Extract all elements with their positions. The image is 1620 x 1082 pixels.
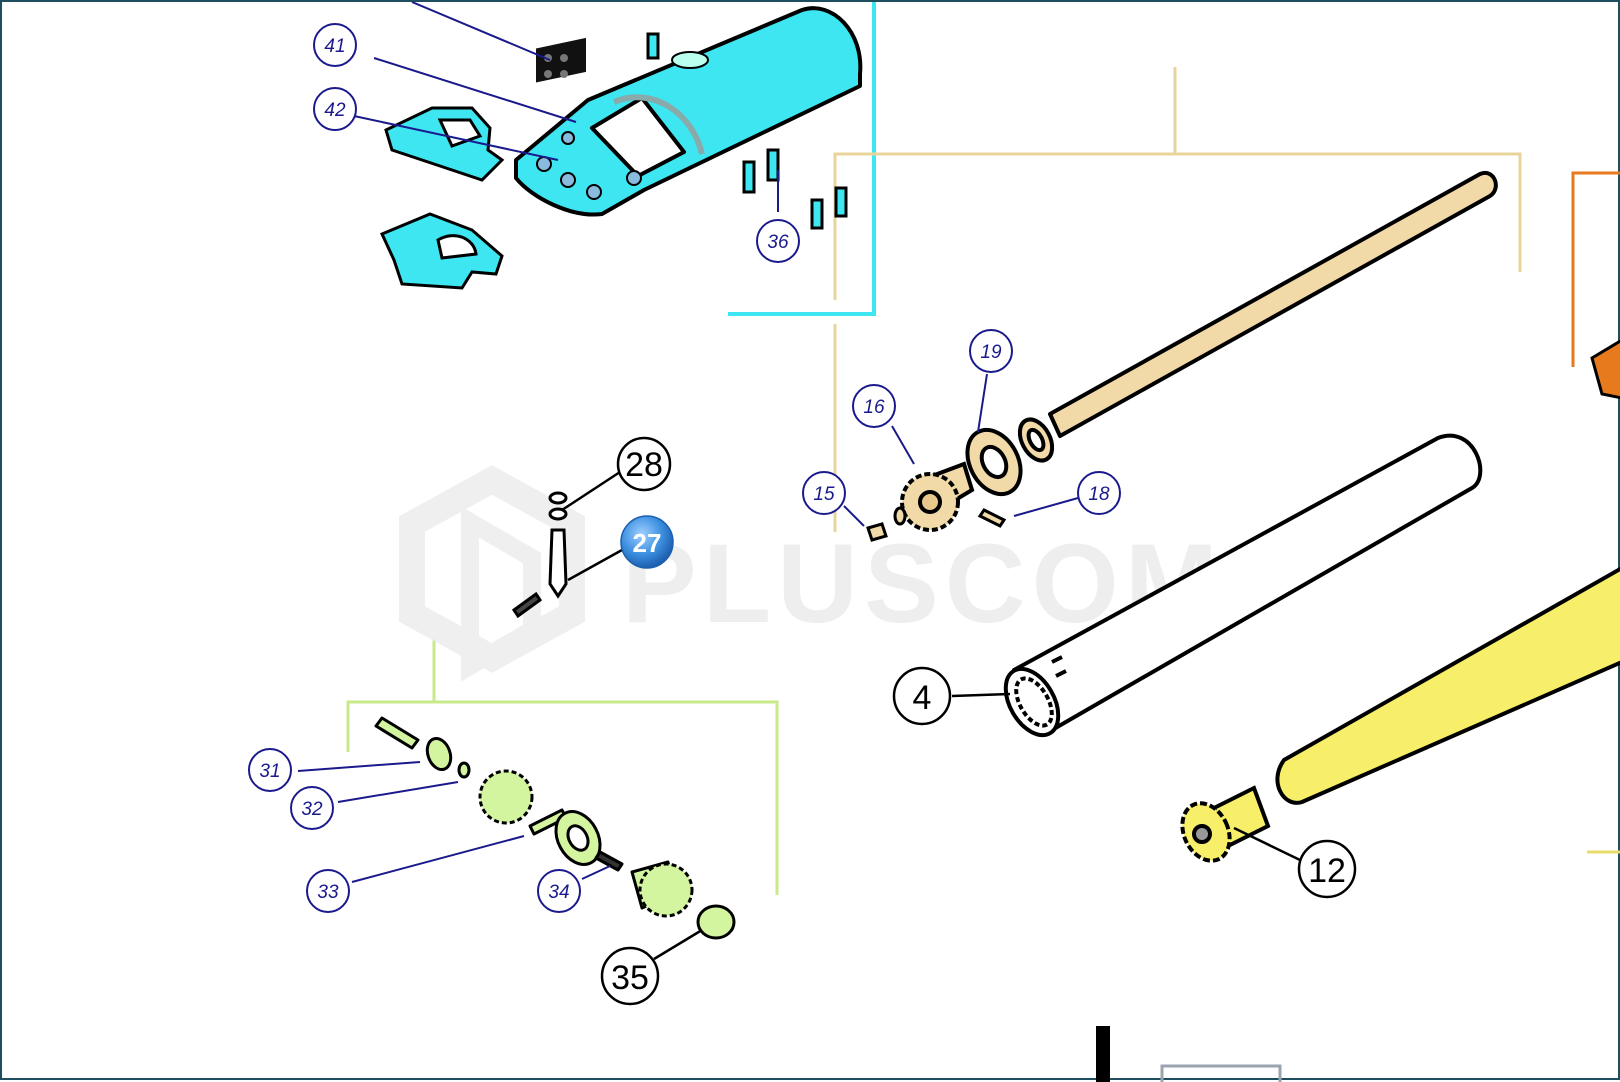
top-leader-line	[411, 2, 551, 61]
mounting-plate-part	[384, 106, 505, 182]
bracket-green-group	[346, 638, 779, 895]
screw-set-part	[646, 32, 848, 230]
svg-text:28: 28	[625, 446, 663, 484]
callout-34: 34	[537, 869, 581, 913]
callout-41: 41	[313, 23, 357, 67]
leader-lines	[297, 57, 1079, 883]
svg-text:35: 35	[611, 959, 649, 997]
svg-text:34: 34	[548, 882, 569, 903]
callout-12: 12	[1297, 839, 1357, 899]
black-bar-part	[1096, 1026, 1110, 1082]
callout-36: 36	[756, 219, 800, 263]
washer-part	[1017, 417, 1055, 463]
bearing-ring-part	[965, 427, 1023, 497]
bracket-gray-group	[1160, 1064, 1282, 1082]
callout-28: 28	[616, 436, 672, 492]
callout-33: 33	[306, 869, 350, 913]
callout-19: 19	[969, 329, 1013, 373]
terminal-block-part	[536, 37, 586, 83]
callout-35: 35	[600, 946, 660, 1006]
svg-text:12: 12	[1308, 852, 1346, 890]
callout-31: 31	[248, 748, 292, 792]
leader-lines-large	[561, 470, 1301, 961]
svg-text:27: 27	[633, 528, 662, 558]
svg-text:4: 4	[913, 679, 932, 717]
watermark-logo	[399, 465, 585, 682]
bracket-orange-group	[1571, 171, 1620, 367]
callout-42: 42	[313, 87, 357, 131]
svg-text:33: 33	[317, 882, 339, 903]
svg-text:15: 15	[813, 484, 835, 505]
svg-text:32: 32	[301, 799, 323, 820]
callout-4: 4	[892, 666, 952, 726]
svg-text:42: 42	[324, 100, 346, 121]
green-gear-train	[374, 716, 736, 940]
callout-15: 15	[802, 471, 846, 515]
svg-text:36: 36	[767, 232, 789, 253]
gear-wheel-part	[900, 461, 975, 532]
outer-tube-part	[1003, 433, 1483, 738]
callout-16: 16	[852, 384, 896, 428]
callout-32: 32	[290, 786, 334, 830]
yellow-tube-part	[1275, 566, 1620, 805]
callout-27: 27	[620, 515, 674, 569]
housing-cover-part	[514, 6, 863, 217]
callout-18: 18	[1077, 471, 1121, 515]
svg-text:31: 31	[259, 761, 280, 782]
drive-rod-part	[1048, 170, 1498, 438]
bracket-cyan-group	[728, 2, 876, 316]
end-cap-part	[1180, 785, 1271, 863]
linkage-part	[511, 491, 568, 619]
svg-text:41: 41	[324, 36, 345, 57]
orange-bracket-part	[1590, 339, 1620, 400]
small-pin-part	[866, 506, 1007, 542]
svg-text:19: 19	[980, 342, 1002, 363]
bracket-plate-part	[379, 212, 504, 290]
svg-text:18: 18	[1088, 484, 1110, 505]
svg-text:16: 16	[863, 397, 885, 418]
